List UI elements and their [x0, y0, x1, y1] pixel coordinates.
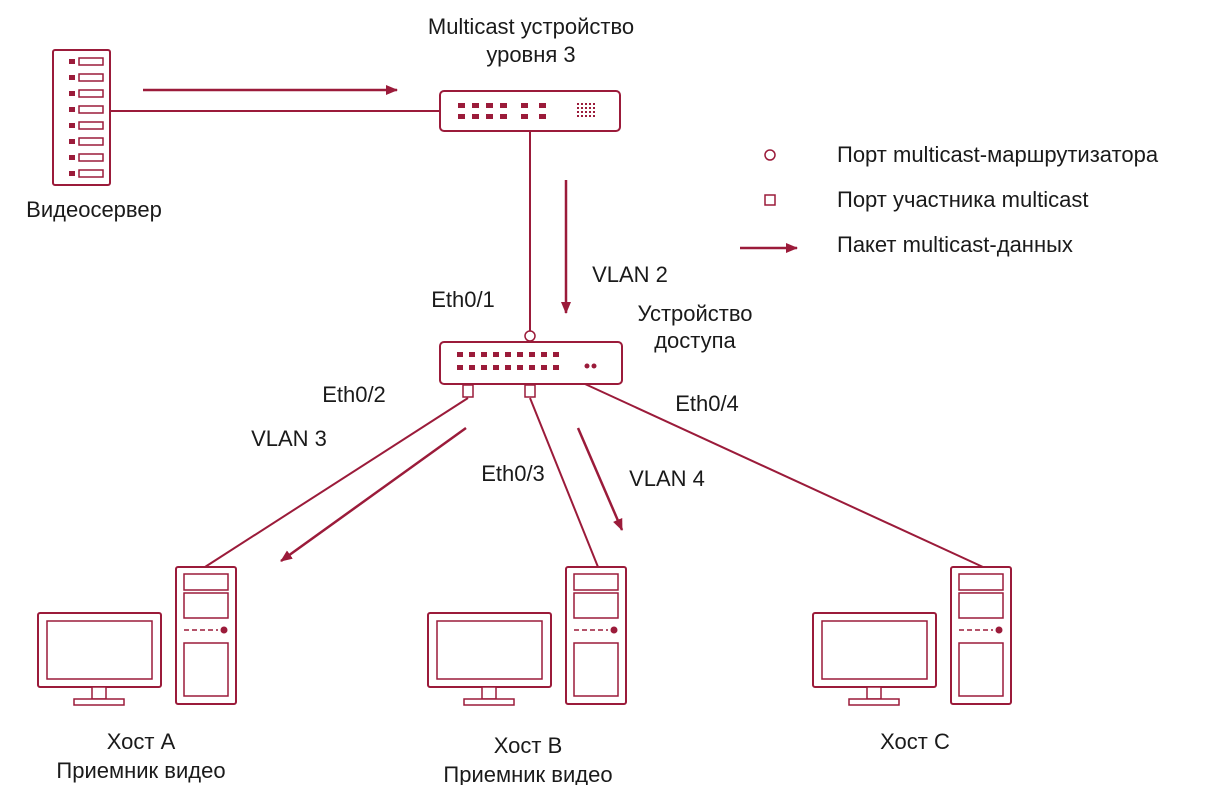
links — [110, 110, 984, 568]
legend-label-member-port: Порт участника multicast — [837, 187, 1088, 212]
member-port-eth02-marker — [462, 384, 474, 398]
router-port-eth01-marker — [524, 330, 536, 342]
host-c-computer-icon — [812, 566, 1012, 706]
flow-arrow-vlan4 — [576, 427, 624, 531]
vlan2-label: VLAN 2 — [592, 262, 668, 287]
server-label: Видеосервер — [26, 197, 162, 222]
eth01-label: Eth0/1 — [431, 287, 495, 312]
eth04-link-host-c — [584, 383, 984, 568]
host-a-computer-icon — [37, 566, 237, 706]
eth02-link-host-a — [204, 397, 469, 568]
flow-arrows — [143, 85, 624, 563]
eth03-label: Eth0/3 — [481, 461, 545, 486]
l3-router-icon — [439, 90, 621, 132]
host-b-role: Приемник видео — [443, 762, 612, 785]
flow-arrow-vlan3 — [280, 426, 467, 563]
legend-label-data-packet: Пакет multicast-данных — [837, 232, 1073, 257]
host-b-computer-icon — [427, 566, 627, 706]
access-label-line1: Устройство — [637, 301, 752, 326]
access-label-line2: доступа — [654, 328, 736, 353]
circle-icon — [764, 149, 776, 161]
legend: Порт multicast-маршрутизатора Порт участ… — [740, 142, 1159, 257]
router-label-line1: Multicast устройство — [428, 14, 634, 39]
host-a-name: Хост A — [107, 729, 176, 754]
legend-label-router-port: Порт multicast-маршрутизатора — [837, 142, 1159, 167]
video-server-icon — [52, 49, 111, 186]
eth02-label: Eth0/2 — [322, 382, 386, 407]
host-a-role: Приемник видео — [56, 758, 225, 783]
eth04-label: Eth0/4 — [675, 391, 739, 416]
router-label-line2: уровня 3 — [486, 42, 575, 67]
vlan3-label: VLAN 3 — [251, 426, 327, 451]
member-port-eth03-marker — [524, 384, 536, 398]
square-icon — [764, 194, 776, 206]
host-b-name: Хост B — [494, 733, 563, 758]
host-c-name: Хост C — [880, 729, 950, 754]
vlan4-label: VLAN 4 — [629, 466, 705, 491]
eth03-link-host-b — [529, 397, 599, 568]
access-switch-icon — [439, 341, 623, 385]
